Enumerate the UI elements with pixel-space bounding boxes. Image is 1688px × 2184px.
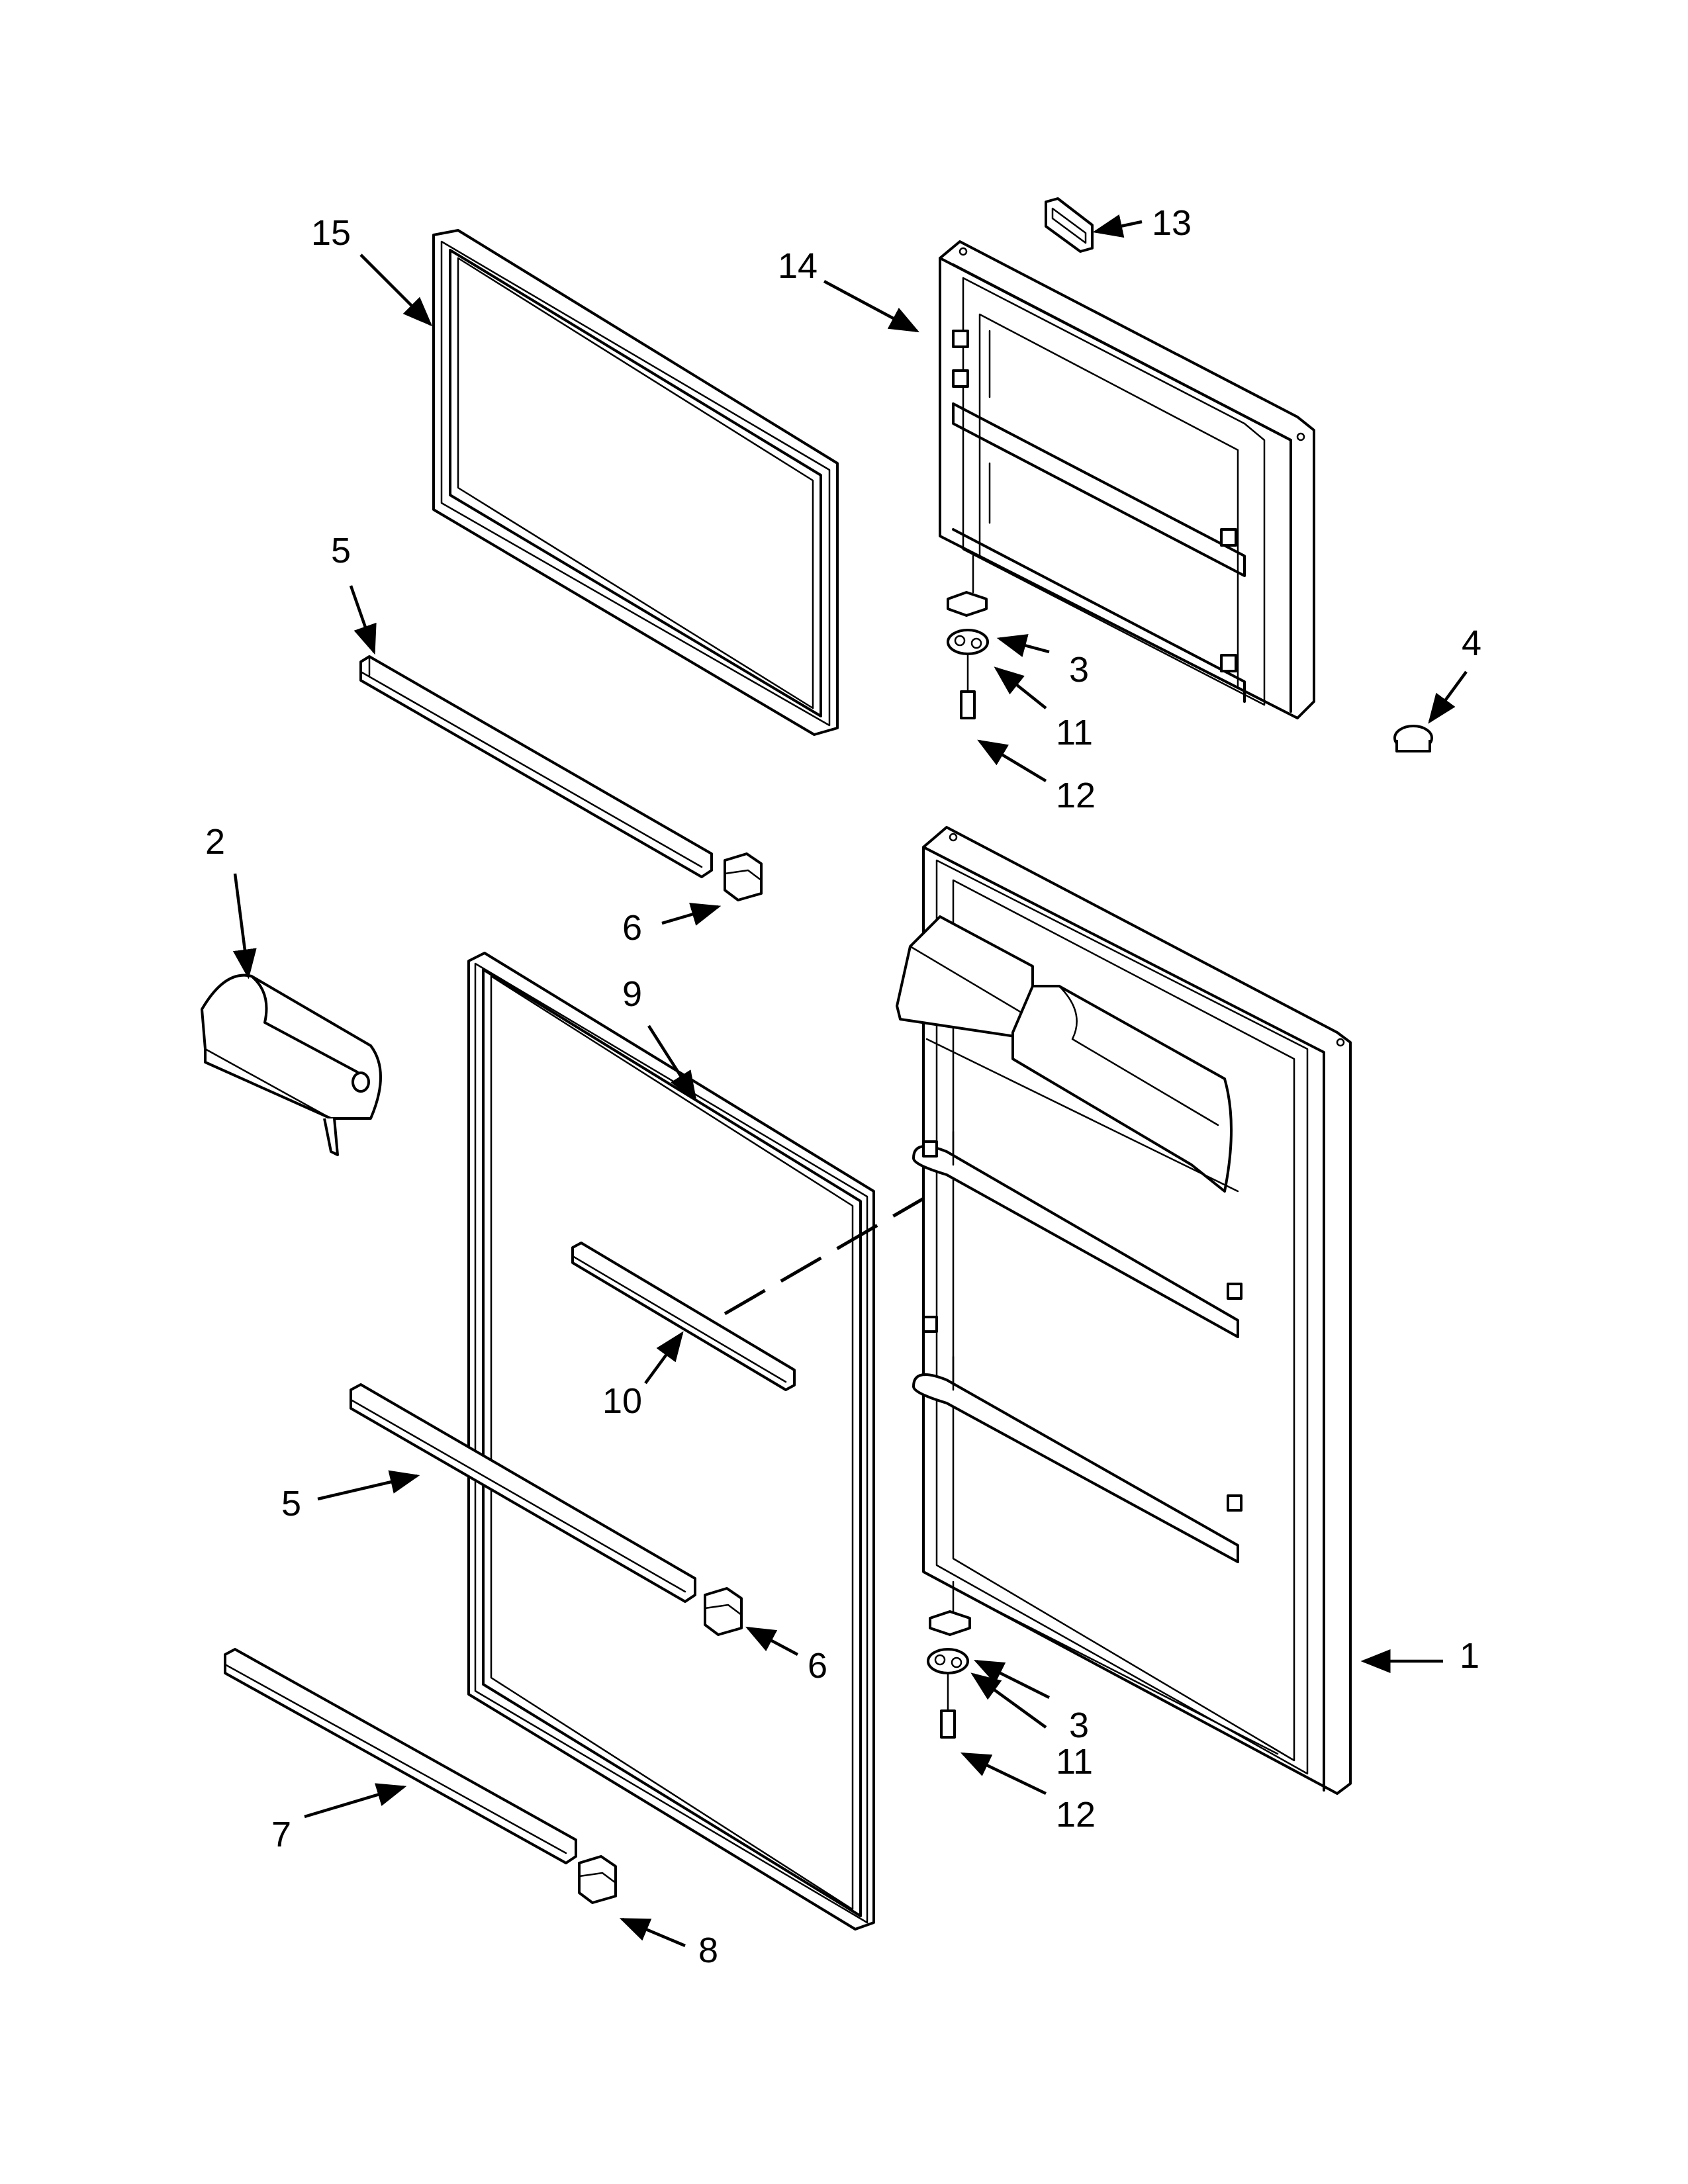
door-pad <box>1045 197 1094 253</box>
callout-14: 14 <box>778 246 818 286</box>
lower-hinge-parts <box>927 1580 971 1739</box>
callout-8: 8 <box>698 1931 718 1970</box>
fresh-food-door-gasket <box>467 952 875 1931</box>
lower-rail-end-cap <box>704 1587 743 1636</box>
callout-4: 4 <box>1462 623 1481 663</box>
callout-11-lower: 11 <box>1056 1742 1093 1782</box>
callout-3-upper: 3 <box>1069 650 1089 690</box>
callout-5-lower: 5 <box>281 1484 301 1524</box>
callout-6-lower: 6 <box>808 1646 827 1686</box>
freezer-door <box>939 240 1315 719</box>
callout-3-lower: 3 <box>1069 1706 1089 1745</box>
upper-rail-end-cap <box>724 852 763 901</box>
lower-rail <box>350 1383 696 1603</box>
upper-hinge-parts <box>947 555 989 719</box>
bottom-rail <box>224 1648 577 1864</box>
dairy-compartment <box>201 974 382 1156</box>
upper-rail <box>359 655 713 878</box>
callout-2: 2 <box>205 822 225 862</box>
callout-1: 1 <box>1460 1636 1479 1676</box>
callout-12-lower: 12 <box>1056 1795 1096 1835</box>
shelf-rail <box>571 1242 796 1391</box>
alignment-dashed-line <box>724 1083 1120 1316</box>
fresh-food-door <box>896 826 1352 1795</box>
hinge-hole-plug <box>1393 725 1433 752</box>
leader-arrows <box>232 214 1468 1948</box>
callout-10: 10 <box>602 1381 642 1421</box>
callout-13: 13 <box>1152 203 1192 243</box>
callout-5-upper: 5 <box>331 531 351 570</box>
callout-9: 9 <box>622 974 642 1014</box>
bottom-rail-end-cap <box>578 1855 617 1904</box>
callout-15: 15 <box>311 213 351 253</box>
callout-6-upper: 6 <box>622 908 642 948</box>
callout-11-upper: 11 <box>1056 713 1093 752</box>
freezer-door-gasket <box>432 229 839 736</box>
callout-labels: 1 2 3 3 4 5 5 6 6 7 8 9 10 11 11 12 12 1… <box>205 203 1481 1970</box>
callout-7: 7 <box>271 1815 291 1854</box>
callout-12-upper: 12 <box>1056 776 1096 815</box>
